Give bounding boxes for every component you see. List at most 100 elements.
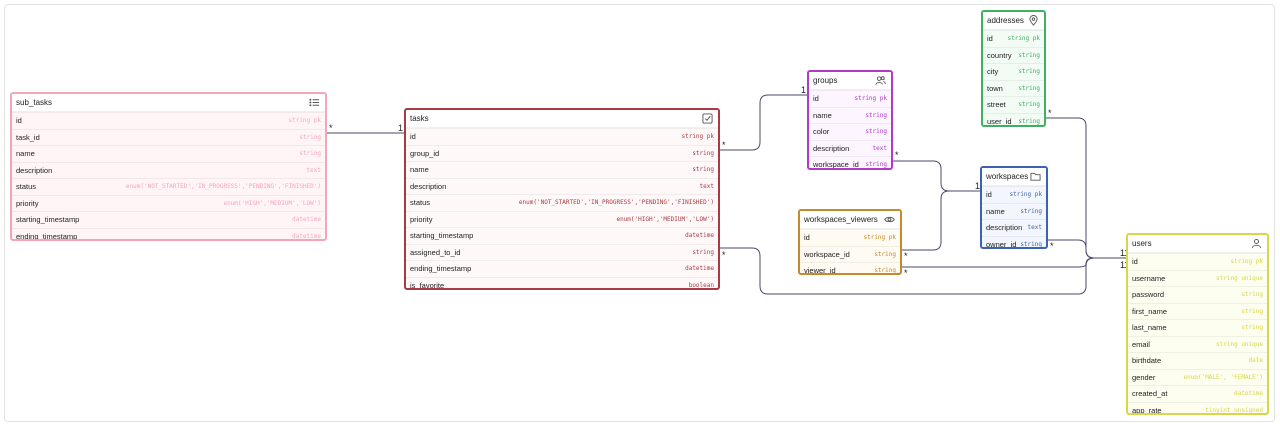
field-type: string — [865, 111, 887, 119]
table-header[interactable]: users — [1128, 235, 1267, 253]
table-header[interactable]: groups — [809, 72, 891, 90]
field-name: name — [16, 149, 35, 159]
field-type: string — [1020, 207, 1042, 215]
field-name: owner_id — [986, 239, 1017, 249]
field-type: string — [1241, 307, 1263, 315]
field-type: datetime — [685, 265, 714, 273]
field-type: text — [699, 182, 714, 190]
table-title: tasks — [410, 114, 429, 123]
table-title: users — [1132, 239, 1152, 248]
field-type: enum('HIGH','MEDIUM','LOW') — [616, 215, 714, 223]
field-type: string — [1018, 101, 1040, 109]
field-type: text — [306, 166, 321, 174]
field-name: description — [986, 223, 1023, 233]
checkbox-icon — [701, 113, 713, 125]
field-row[interactable]: group_id string — [406, 144, 718, 162]
field-row[interactable]: id string pk — [983, 30, 1044, 47]
field-type: string — [1018, 51, 1040, 59]
field-type: string — [692, 149, 714, 157]
field-type: string unique — [1216, 340, 1263, 348]
field-type: string — [874, 267, 896, 275]
field-type: datetime — [1234, 390, 1263, 398]
field-row[interactable]: created_at datetime — [1128, 385, 1267, 402]
field-name: group_id — [410, 148, 440, 158]
field-name: starting_timestamp — [16, 215, 80, 225]
table-title: workspaces — [986, 172, 1029, 181]
table-header[interactable]: tasks — [406, 110, 718, 128]
field-name: name — [410, 165, 429, 175]
field-name: viewer_id — [804, 266, 836, 275]
field-row[interactable]: description text — [982, 219, 1046, 236]
field-row[interactable]: viewer_id string — [800, 262, 900, 275]
table-header[interactable]: workspaces — [982, 168, 1046, 186]
field-type: string — [865, 128, 887, 136]
list-icon — [308, 97, 320, 109]
field-type: string pk — [1007, 35, 1040, 43]
field-name: created_at — [1132, 389, 1168, 399]
field-type: enum('HIGH','MEDIUM','LOW') — [223, 199, 321, 207]
table-header[interactable]: addresses — [983, 12, 1044, 30]
field-type: text — [1027, 224, 1042, 232]
table-header[interactable]: sub_tasks — [12, 94, 325, 112]
field-name: last_name — [1132, 323, 1167, 333]
table-header[interactable]: workspaces_viewers — [800, 211, 900, 229]
field-type: string unique — [1216, 274, 1263, 282]
field-type: enum('NOT_STARTED','IN_PROGRESS','PENDIN… — [125, 183, 321, 191]
field-name: assigned_to_id — [410, 247, 461, 257]
field-name: id — [987, 34, 993, 44]
field-name: user_id — [987, 116, 1012, 126]
field-name: task_id — [16, 132, 40, 142]
field-name: city — [987, 67, 999, 77]
user-icon — [1250, 238, 1262, 250]
field-name: app_rate — [1132, 405, 1162, 415]
